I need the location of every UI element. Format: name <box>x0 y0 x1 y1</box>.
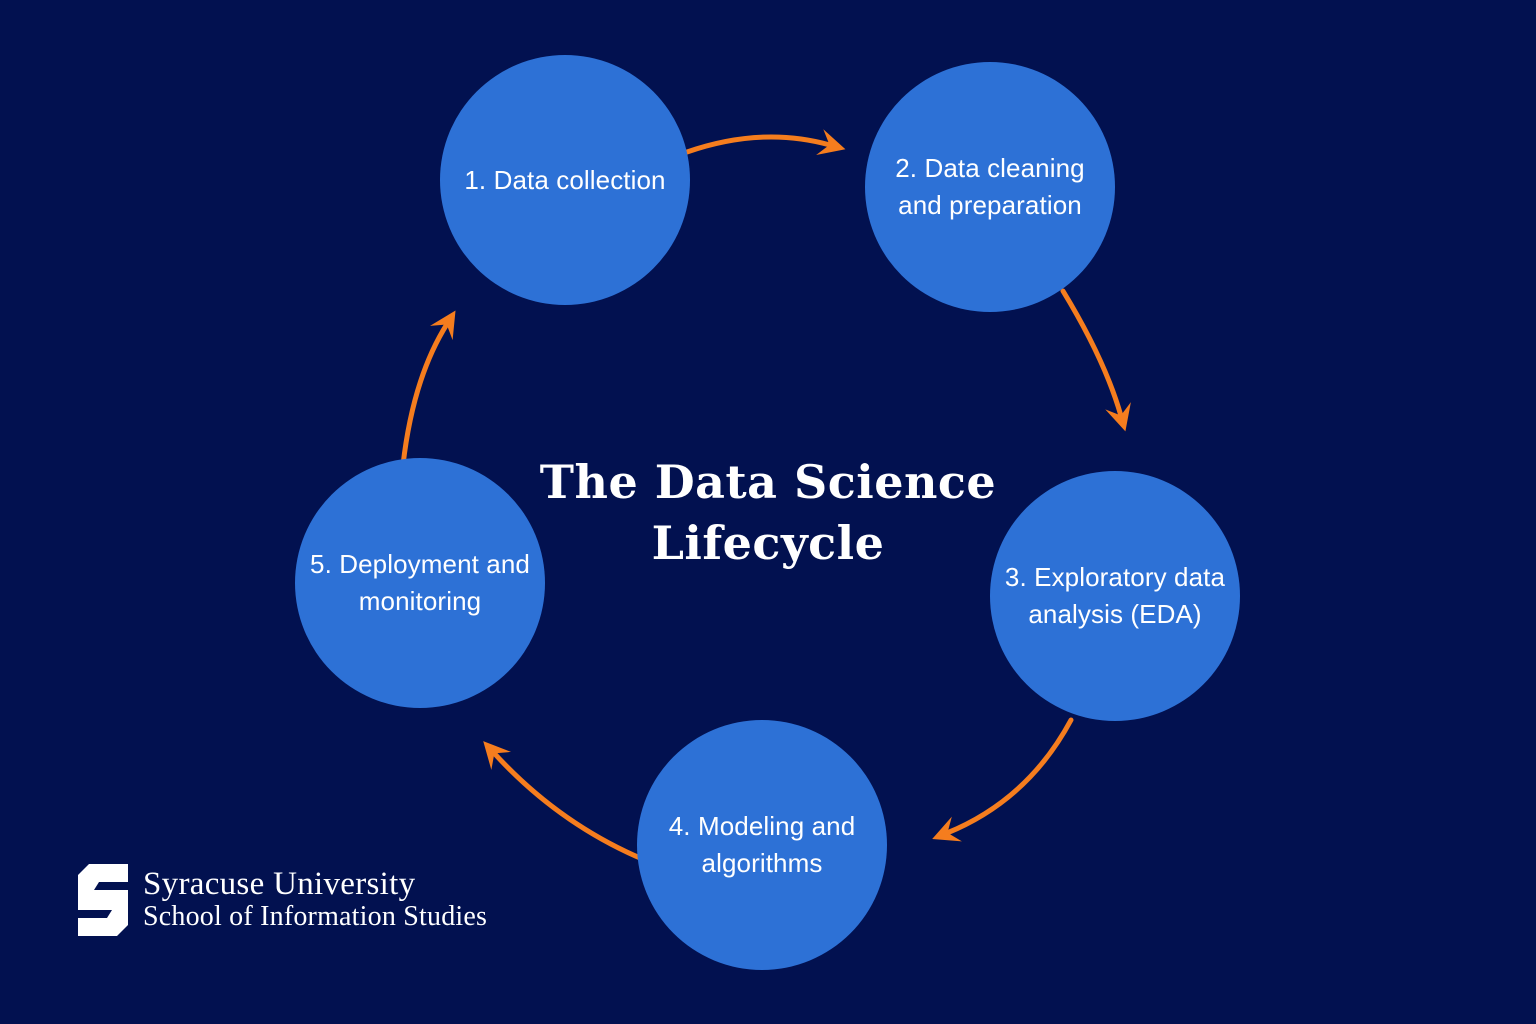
syracuse-logo: Syracuse University School of Informatio… <box>78 864 487 936</box>
diagram-title: The Data Science Lifecycle <box>368 452 1168 574</box>
arrow-stage3-to-stage4 <box>932 717 1074 842</box>
stage-circle-data-collection: 1. Data collection <box>440 55 690 305</box>
logo-institution-name: Syracuse University <box>143 865 416 902</box>
stage-circle-data-cleaning: 2. Data cleaning and preparation <box>865 62 1115 312</box>
arrow-stage1-to-stage2 <box>684 129 846 155</box>
logo-school-name: School of Information Studies <box>143 901 488 933</box>
stage-circle-deployment: 5. Deployment and monitoring <box>295 458 545 708</box>
arrow-stage5-to-stage1 <box>400 310 456 468</box>
stage-circle-modeling: 4. Modeling and algorithms <box>637 720 887 970</box>
stage-label-data-collection: 1. Data collection <box>464 164 666 195</box>
stage-circle-eda: 3. Exploratory data analysis (EDA) <box>990 471 1240 721</box>
arrow-stage4-to-stage5 <box>483 741 643 861</box>
arrow-stage2-to-stage3 <box>1060 288 1131 432</box>
stage-label-deployment: 5. Deployment and monitoring <box>310 549 530 616</box>
syracuse-logo-text: Syracuse University School of Informatio… <box>143 865 488 934</box>
syracuse-block-s-icon <box>78 864 128 936</box>
stage-label-eda: 3. Exploratory data analysis (EDA) <box>1004 562 1226 629</box>
diagram-title-line-1: The Data Science <box>539 455 997 509</box>
stage-label-modeling: 4. Modeling and algorithms <box>668 811 856 878</box>
diagram-title-line-2: Lifecycle <box>651 516 885 571</box>
stage-label-data-cleaning: 2. Data cleaning and preparation <box>895 153 1085 220</box>
